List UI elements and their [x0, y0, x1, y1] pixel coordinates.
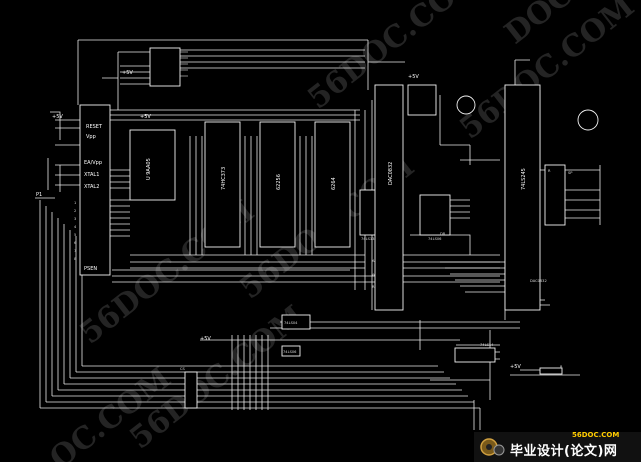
rom-label: U 9AA05 [146, 158, 152, 180]
p1-label: P1 [36, 192, 42, 198]
top-connector: +5V [122, 47, 188, 87]
ram-chip-b: 6264 [314, 121, 351, 248]
vcc-bottom2-label: +5V [510, 364, 521, 370]
drv-label: 74LS06 [428, 237, 442, 241]
io-chip-label: DAC0832 [388, 162, 394, 185]
vcc-top-label: +5V [122, 70, 133, 76]
sw-block-label: R [548, 169, 551, 173]
psen-label: PSEN [84, 266, 97, 272]
bottom-circuit: 74LS04 74LS06 +5V 74LS14 +5V R CS DB SP [180, 171, 573, 409]
site-url: 56DOC.COM [572, 431, 620, 439]
port-number: 3 [74, 217, 76, 221]
xtal1-label: XTAL1 [84, 172, 99, 178]
db-label: DB [440, 232, 446, 236]
dec-bottom-label: 74LS04 [284, 321, 298, 325]
ram-b-label: 6264 [331, 177, 337, 190]
site-title: 毕业设计(论文)网 [510, 444, 618, 459]
wiring [35, 39, 601, 430]
port-number: 8 [74, 257, 77, 261]
mcu-8051: RESET Vpp EA/Vpp XTAL1 XTAL2 PSEN 1 2 3 … [36, 104, 111, 276]
latch-label: 74HC373 [221, 167, 227, 190]
bottom-misc-label: R [560, 365, 563, 369]
far-right-label: 74LS245 [521, 168, 527, 190]
port-number: 5 [74, 233, 76, 237]
far-right-dac-label: DAC0832 [530, 279, 547, 283]
io-chip: DAC0832 +5V 74LS06 [374, 74, 476, 311]
vcc-left-label: +5V [52, 114, 63, 120]
xtal2-label: XTAL2 [84, 184, 99, 190]
seg-label: 74LS06 [283, 350, 297, 354]
gear-globe-icon [480, 438, 505, 456]
res-pack-label: 74LS14 [480, 343, 494, 347]
port-number: 2 [74, 209, 76, 213]
port-number: 6 [74, 241, 77, 245]
motor-icon [456, 95, 476, 115]
far-right-chip: 74LS245 R DAC0832 [504, 84, 599, 311]
ram-a-label: 62256 [276, 174, 282, 190]
ram-chip-a: 62256 [259, 121, 296, 248]
vcc-right-label: +5V [408, 74, 419, 80]
stepper-icon [577, 109, 599, 131]
reset-label: RESET [86, 124, 103, 130]
rom-chip: +5V U 9AA05 [129, 114, 176, 201]
vcc-mid-label: +5V [140, 114, 151, 120]
port-number: 1 [74, 201, 76, 205]
vcc-bottom-label: +5V [200, 336, 211, 342]
port-number: 7 [74, 249, 76, 253]
port-number: 4 [74, 225, 77, 229]
ea-label: EA/Vpp [84, 160, 102, 166]
decoder-label: 74LS138 [361, 237, 377, 241]
latch-chip: 74HC373 [204, 121, 241, 248]
vpp-label: Vpp [86, 134, 96, 140]
sp-label: SP [568, 171, 573, 175]
cs-label: CS [180, 367, 186, 371]
